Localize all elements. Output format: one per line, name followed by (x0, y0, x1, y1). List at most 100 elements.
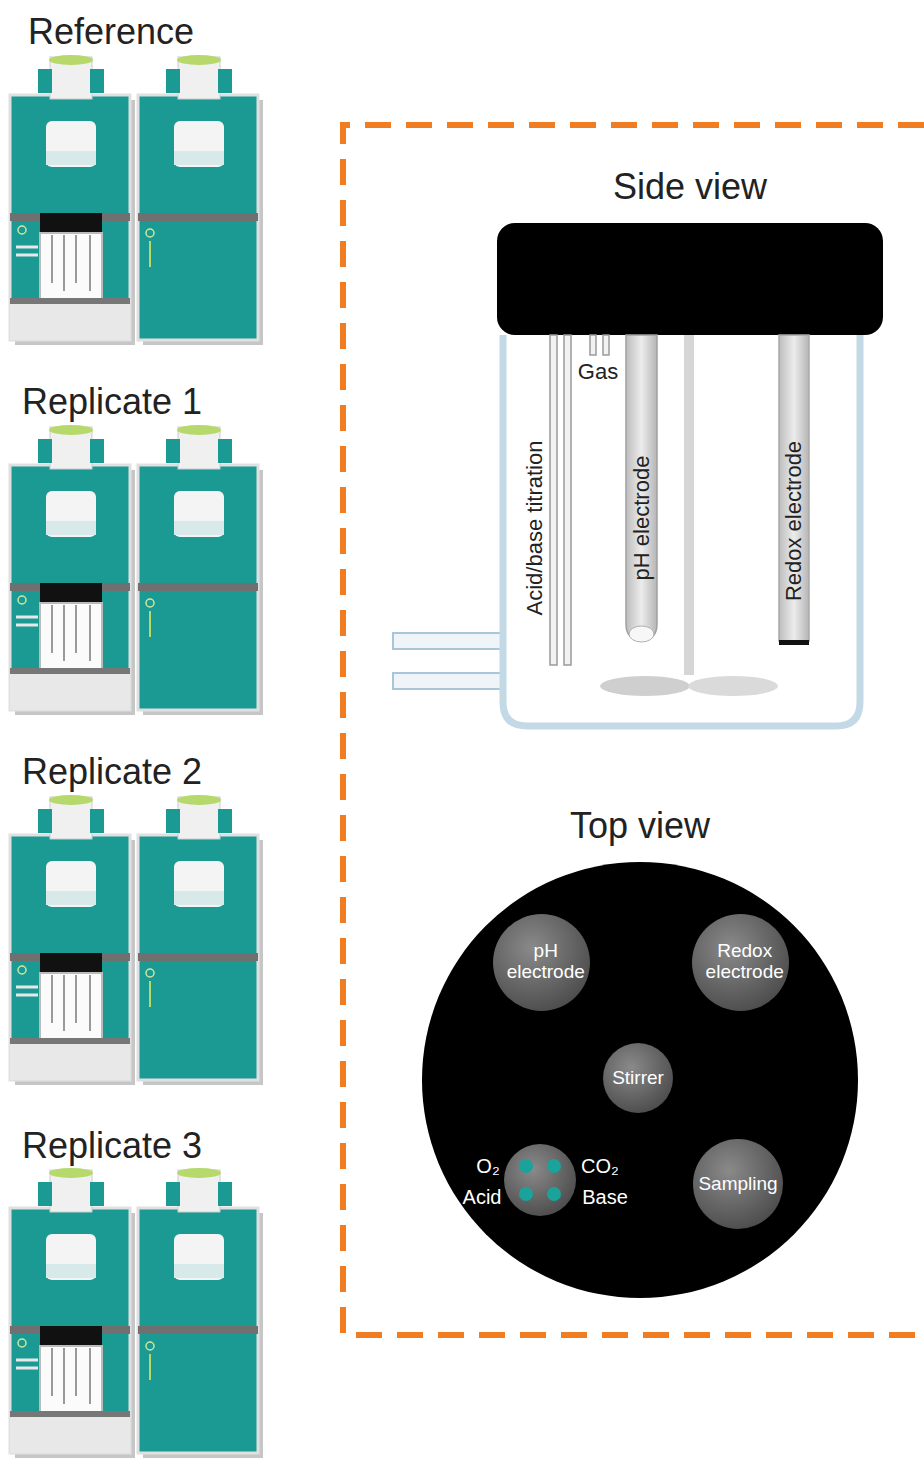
tower-band (138, 1326, 258, 1334)
cap-ring (177, 425, 221, 435)
power-icon (18, 966, 26, 974)
unit-title: Reference (28, 12, 194, 52)
vessel-probe (63, 975, 65, 1031)
vessel-probe (63, 235, 65, 291)
tower-screen (46, 491, 96, 537)
screen-shade (174, 891, 224, 905)
redox-probe-body (779, 335, 809, 641)
vessel-probe (51, 605, 53, 653)
tower-screen (46, 1234, 96, 1280)
glass-vessel (40, 1346, 102, 1412)
gas-liquid-port (504, 1144, 576, 1216)
vessel-probe (51, 1348, 53, 1396)
tube-connector (16, 994, 38, 997)
screen-shade (174, 521, 224, 535)
electrode-label: Redox electrode (781, 441, 807, 601)
status-line (149, 611, 151, 637)
cap-clamp (38, 1182, 52, 1206)
tower-body (10, 1208, 130, 1453)
tower-base (10, 1044, 130, 1080)
port-inlet (547, 1187, 561, 1201)
tower-band (138, 583, 258, 591)
port-disc (603, 1043, 673, 1113)
port-label: Redox electrode (701, 941, 789, 983)
cap-clamp (90, 439, 104, 463)
cap-clamp (218, 69, 232, 93)
power-icon (146, 1342, 154, 1350)
electrode-probe: Redox electrode (778, 335, 810, 645)
gas-tube (590, 335, 596, 355)
vessel-probe (89, 1348, 91, 1404)
part-label: Acid/base titration (523, 441, 547, 616)
port-inlet-label: Base (582, 1186, 628, 1208)
cap-clamp (166, 809, 180, 833)
base-bar (10, 1038, 130, 1044)
cap-clamp (38, 809, 52, 833)
cap-clamp (218, 809, 232, 833)
tower-screen (46, 121, 96, 167)
gas-tube (603, 335, 609, 355)
vessel-probe (75, 1348, 77, 1396)
screen-shade (46, 151, 96, 165)
titration-tube (564, 335, 571, 665)
glass-vessel (40, 973, 102, 1039)
cap-clamp (218, 1182, 232, 1206)
titration-tube (550, 335, 557, 665)
tower-body (10, 465, 130, 710)
vessel-holder (40, 1326, 102, 1346)
tower-screen (174, 861, 224, 907)
vessel-probe (75, 605, 77, 653)
inlet-pipe (393, 673, 503, 689)
tube-connector (16, 624, 38, 627)
vessel-probe (89, 605, 91, 661)
impeller-blade (688, 676, 778, 696)
port-label: pH electrode (502, 941, 590, 983)
tower-screen (174, 1234, 224, 1280)
tower-screen (174, 491, 224, 537)
port-inlet (519, 1187, 533, 1201)
vessel-probe (75, 235, 77, 283)
cap-ring (49, 425, 93, 435)
tower-body (10, 95, 130, 340)
cap-clamp (90, 69, 104, 93)
port-disc (692, 914, 789, 1011)
ph-probe-body (626, 335, 657, 640)
unit-title: Replicate 3 (22, 1126, 202, 1166)
inlet-pipe (393, 633, 503, 649)
vessel-probe (63, 1348, 65, 1404)
cap-ring (49, 1168, 93, 1178)
stirrer-shaft (684, 335, 694, 675)
reactor-vessel (503, 335, 860, 726)
port-label: Sampling (698, 1174, 777, 1195)
tube-connector (16, 246, 38, 249)
tower-base (10, 674, 130, 710)
reactor-lid-top (422, 862, 858, 1298)
glass-vessel (40, 603, 102, 669)
tower-screen (174, 121, 224, 167)
unit-title: Replicate 1 (22, 382, 202, 422)
port-inlet-label: CO₂ (581, 1155, 619, 1177)
tower-body (138, 835, 258, 1080)
redox-tip (779, 640, 809, 645)
power-icon (18, 226, 26, 234)
power-icon (146, 969, 154, 977)
vessel-probe (63, 605, 65, 661)
cap-clamp (90, 1182, 104, 1206)
vessel-probe (75, 975, 77, 1023)
port-inlet-label: Acid (463, 1186, 502, 1208)
status-line (149, 1354, 151, 1380)
status-line (149, 981, 151, 1007)
tower-body (138, 95, 258, 340)
tube-connector (16, 616, 38, 619)
cap-clamp (38, 69, 52, 93)
tube-connector (16, 986, 38, 989)
base-bar (10, 668, 130, 674)
tower-body (138, 1208, 258, 1453)
port-inlet (547, 1159, 561, 1173)
port-circle: pH electrode (493, 914, 590, 1011)
electrode-probe: pH electrode (625, 335, 658, 640)
vessel-holder (40, 213, 102, 233)
power-icon (146, 599, 154, 607)
port-circle: Redox electrode (692, 914, 789, 1011)
vessel-probe (51, 975, 53, 1023)
